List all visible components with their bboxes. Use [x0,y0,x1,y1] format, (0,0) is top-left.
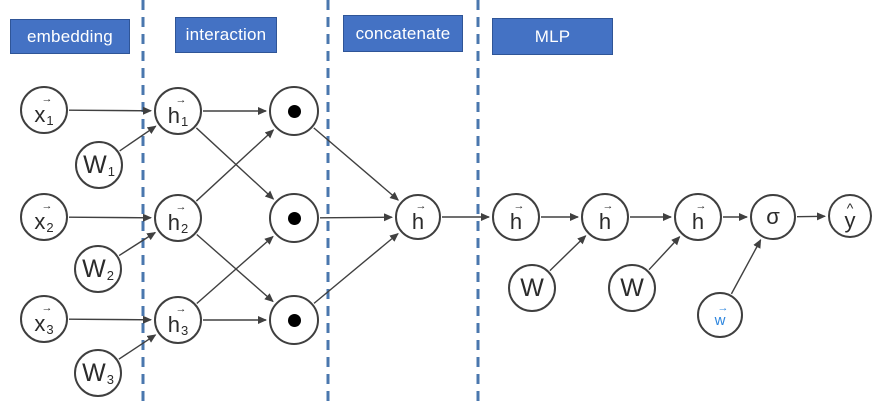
section-label-embedding: embedding [10,19,130,54]
node-label: h [598,209,612,234]
node-label-subscript: 3 [106,371,114,387]
edge-x3-to-h3 [68,315,153,324]
edge-W-mlp-1-to-h-mlp-2 [549,235,587,272]
vector-arrow-icon: → [717,301,729,314]
node-label: x [34,209,46,234]
node-label: x [34,311,46,336]
section-label-interaction: interaction [175,17,277,53]
node-label: W [83,150,107,179]
node-label: σ [766,204,780,229]
vector-arrow-icon: → [41,200,53,212]
node-label-subscript: 2 [181,221,189,236]
node-dot-product-2 [269,193,319,243]
node-label-subscript: 3 [46,322,54,337]
node-label: W [82,254,106,283]
edge-x2-to-h2 [68,213,153,222]
node-y-hat: ^y [828,194,872,238]
vector-arrow-icon: → [41,93,53,105]
vector-arrow-icon: → [41,302,53,314]
edge-W-mlp-2-to-h-mlp-3 [648,236,681,271]
node-label: h [167,312,180,337]
edge-W1-to-h1 [119,125,157,152]
node-h-mlp-3: →h [674,193,722,241]
edge-h2-to-dot-product-1 [195,129,275,202]
node-label: W [520,273,544,302]
node-label-subscript: 1 [181,114,189,129]
edge-h2-to-dot-product-3 [196,233,274,303]
dot-product-icon [287,313,301,327]
edge-W2-to-h2 [118,231,157,257]
vector-arrow-icon: → [175,303,187,315]
node-dot-product-3 [269,295,319,345]
node-h-mlp-2: →h [581,193,629,241]
dot-product-icon [287,211,301,225]
edge-dot-product-1-to-h-concat [313,127,399,201]
node-label-subscript: 2 [106,267,114,283]
edge-dot-product-3-to-h-concat [313,232,399,304]
node-h-mlp-1: →h [492,193,540,241]
section-label-mlp: MLP [492,18,613,55]
node-h-concat: →h [395,194,441,240]
vector-arrow-icon: → [695,200,707,212]
node-w-vec-blue: →w [697,292,743,338]
vector-arrow-icon: → [175,201,187,213]
node-label: w [714,311,726,329]
node-label: x [34,102,46,127]
node-label: h [167,210,180,235]
vector-arrow-icon: → [175,94,187,106]
vector-arrow-icon: → [513,200,525,212]
edge-h3-to-dot-product-2 [196,235,274,305]
node-dot-product-1 [269,86,319,136]
dot-product-icon [287,104,301,118]
node-label: y [844,207,856,233]
node-label-subscript: 1 [46,113,54,128]
node-label-subscript: 2 [46,220,54,235]
node-sigma: σ [750,194,796,240]
node-label: h [411,209,425,234]
edge-w-vec-blue-to-sigma [730,238,762,295]
node-W-mlp-2: W [608,264,656,312]
node-label-subscript: 1 [107,163,115,179]
node-label: h [509,209,523,234]
edge-W3-to-h3 [118,334,157,360]
hat-icon: ^ [846,199,854,216]
node-label: W [620,273,644,302]
node-label: h [691,209,705,234]
section-label-concatenate: concatenate [343,15,463,52]
edge-dot-product-2-to-h-concat [319,213,394,222]
edge-x1-to-h1 [68,106,153,115]
vector-arrow-icon: → [602,200,614,212]
node-label: h [167,103,180,128]
node-W-mlp-1: W [508,264,556,312]
node-label: W [82,358,106,387]
vector-arrow-icon: → [415,200,427,212]
edge-h1-to-dot-product-2 [195,127,275,200]
node-label-subscript: 3 [181,323,189,338]
